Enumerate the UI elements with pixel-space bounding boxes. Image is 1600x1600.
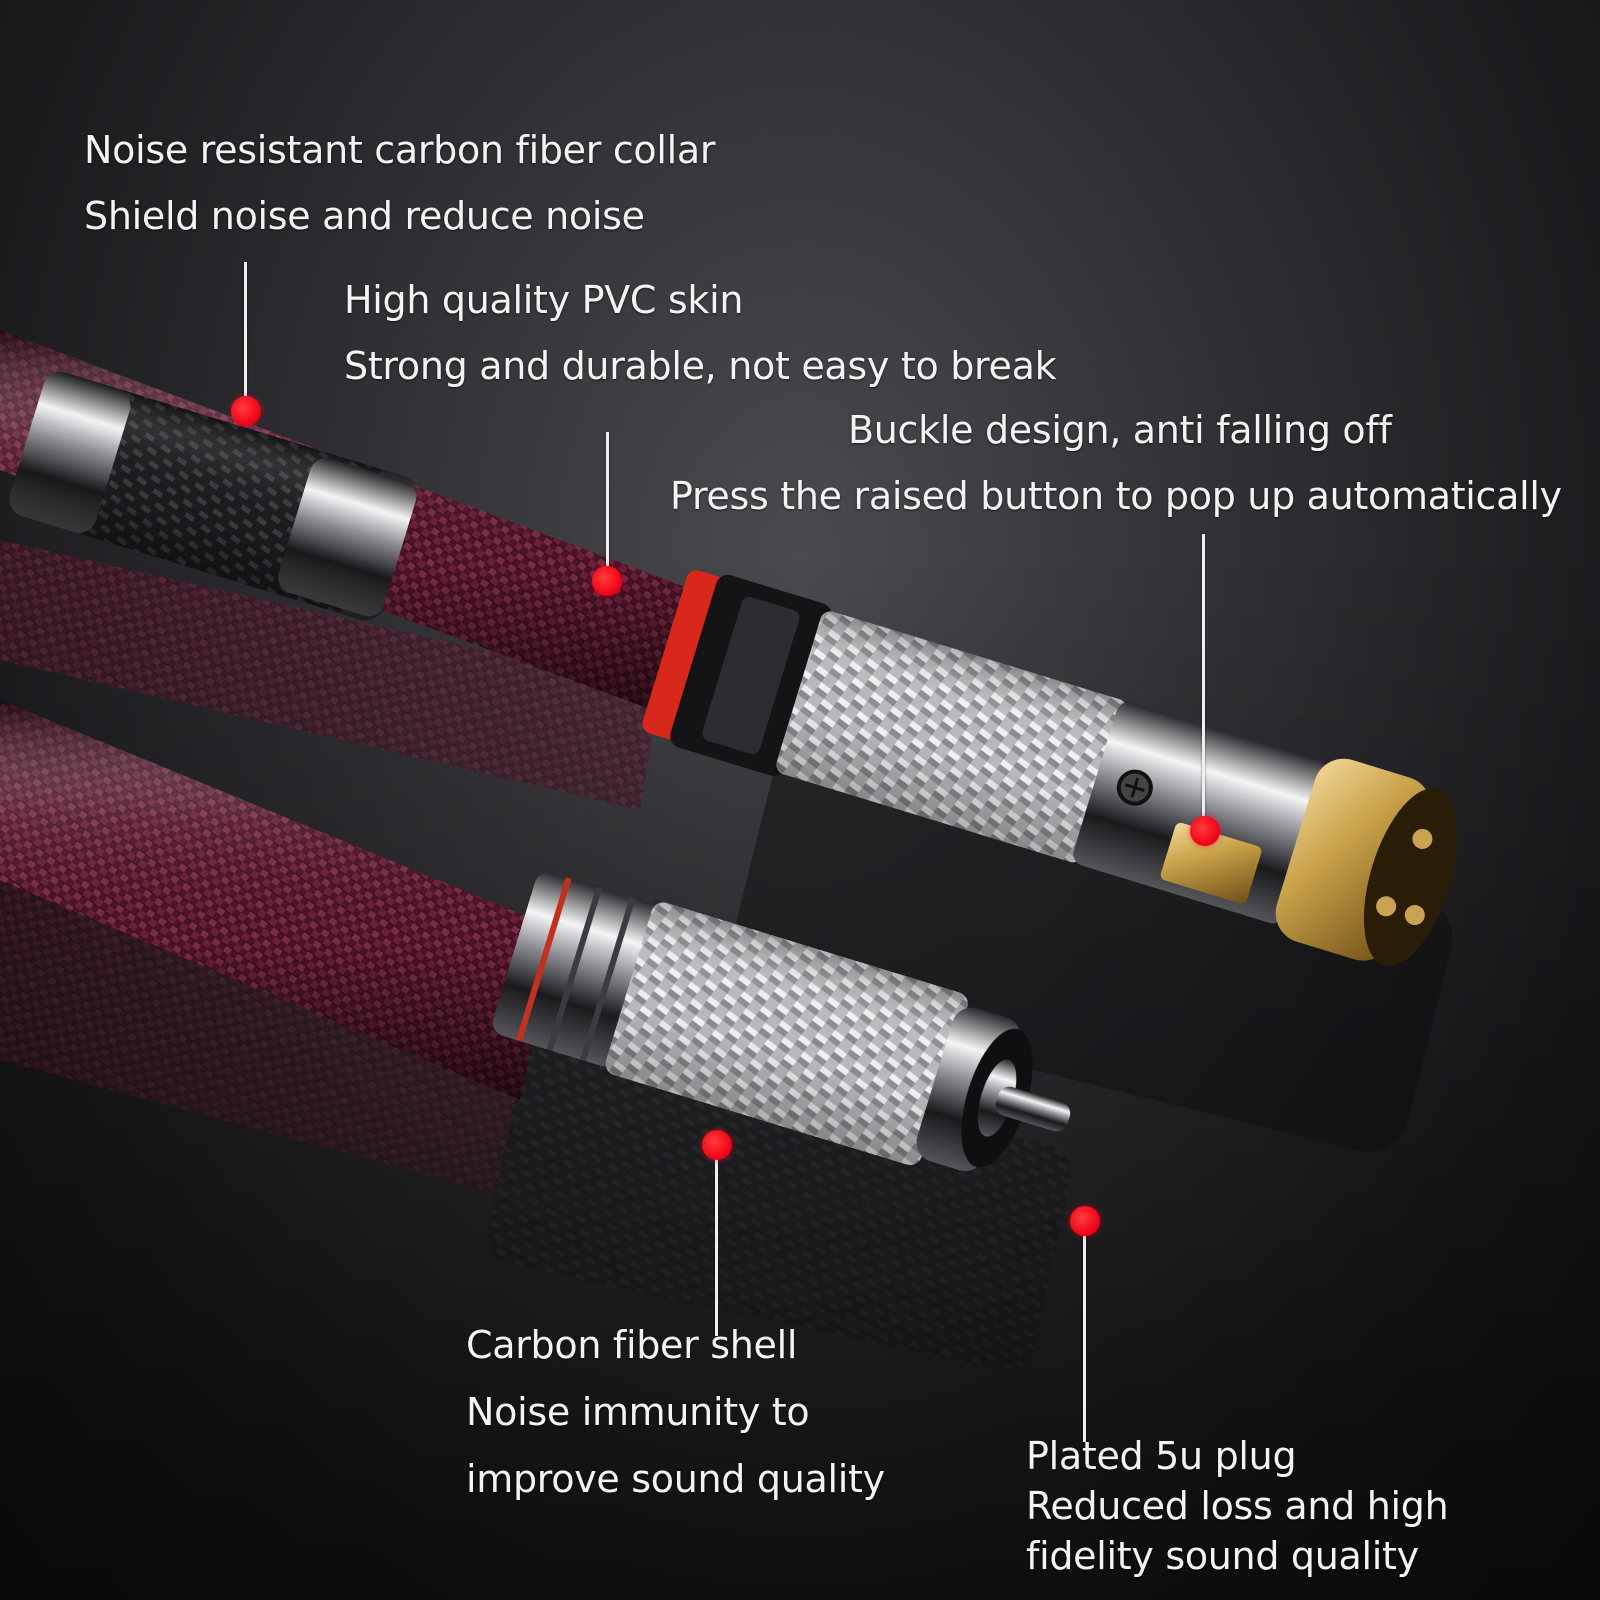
pvc-caption-line2: Strong and durable, not easy to break xyxy=(344,344,1057,388)
buckle-callout-dot xyxy=(1190,816,1220,846)
xlr-connector xyxy=(642,570,1458,966)
plug-callout-dot xyxy=(1070,1206,1100,1236)
collar-callout-dot xyxy=(231,396,261,426)
pvc-caption-line1: High quality PVC skin xyxy=(344,278,744,322)
buckle-caption-line1: Buckle design, anti falling off xyxy=(848,408,1392,452)
plug-leader-line xyxy=(1083,1220,1086,1442)
buckle-leader-line xyxy=(1202,534,1205,830)
pvc-leader-line xyxy=(606,432,609,578)
collar-caption-line1: Noise resistant carbon fiber collar xyxy=(84,128,716,172)
carbon-collar xyxy=(9,371,418,621)
shell-callout-dot xyxy=(702,1130,732,1160)
plug-caption-line2: Reduced loss and high xyxy=(1026,1484,1449,1528)
shell-caption-line3: improve sound quality xyxy=(466,1457,885,1501)
plug-caption-line3: fidelity sound quality xyxy=(1026,1534,1419,1578)
plug-caption-line1: Plated 5u plug xyxy=(1026,1434,1297,1478)
pvc-callout-dot xyxy=(592,566,622,596)
collar-caption-line2: Shield noise and reduce noise xyxy=(84,194,645,238)
shell-leader-line xyxy=(715,1146,718,1336)
shell-caption-line1: Carbon fiber shell xyxy=(466,1323,798,1367)
buckle-caption-line2: Press the raised button to pop up automa… xyxy=(670,474,1562,518)
shell-caption-line2: Noise immunity to xyxy=(466,1390,810,1434)
collar-leader-line xyxy=(244,262,247,404)
lower-cable xyxy=(0,700,560,1100)
rca-connector xyxy=(492,872,1071,1172)
